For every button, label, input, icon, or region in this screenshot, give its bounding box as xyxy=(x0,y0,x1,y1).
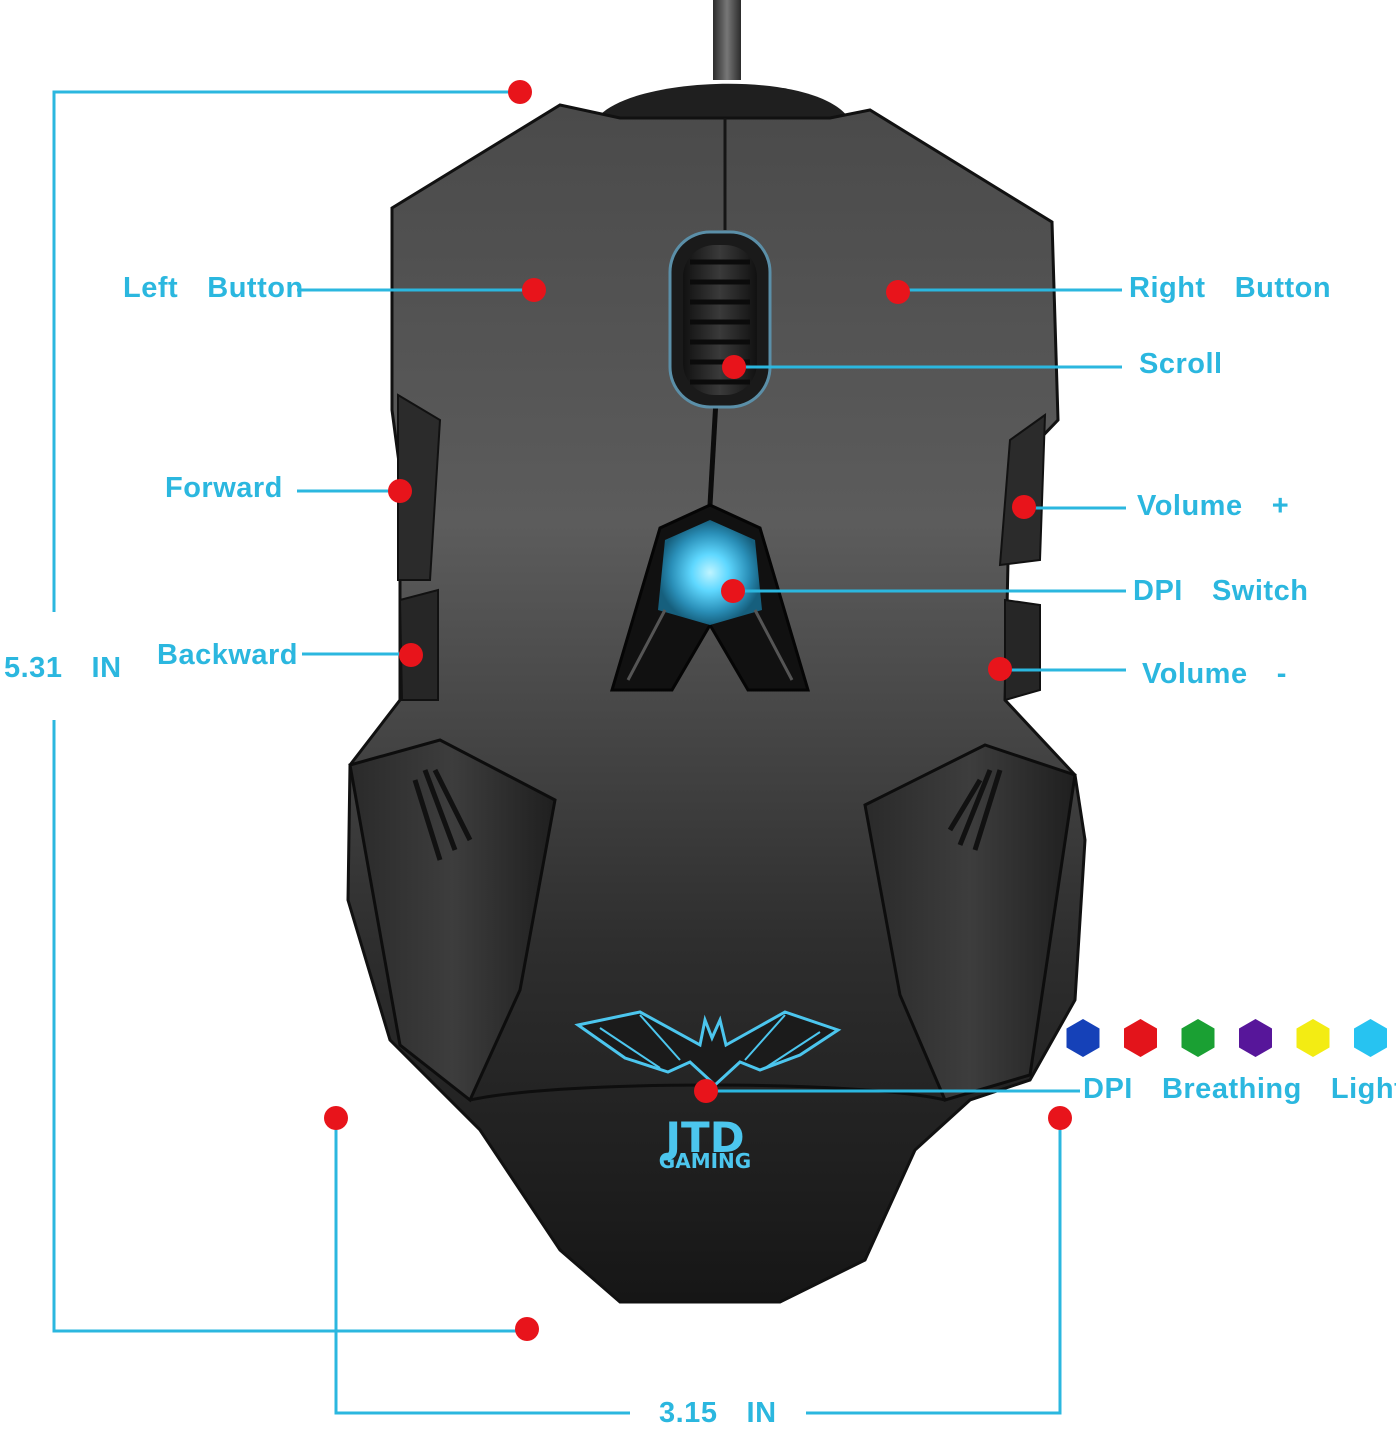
height-bracket-bottom xyxy=(52,720,527,1333)
label-right-button: Right Button xyxy=(1129,272,1332,304)
label-height-dimension: 5.31 IN xyxy=(4,652,122,684)
dot-dpi-light xyxy=(694,1079,718,1103)
dot-left-button xyxy=(522,278,546,302)
dot-right-button xyxy=(886,280,910,304)
callout-dots xyxy=(324,80,1072,1341)
cable xyxy=(713,0,741,80)
dot-dpi-switch xyxy=(721,579,745,603)
breathing-color-hex-1 xyxy=(1066,1019,1100,1057)
label-dpi-breathing-light: DPI Breathing Light xyxy=(1083,1073,1396,1105)
callout-lines xyxy=(52,90,1126,1415)
dot-scroll xyxy=(722,355,746,379)
dot-width-right xyxy=(1048,1106,1072,1130)
breathing-color-hex-4 xyxy=(1239,1019,1272,1057)
dot-height-top xyxy=(508,80,532,104)
breathing-color-hex-5 xyxy=(1296,1019,1330,1057)
scroll-wheel xyxy=(668,230,772,409)
dot-volume-down xyxy=(988,657,1012,681)
label-left-button: Left Button xyxy=(123,272,304,304)
breathing-color-hex-2 xyxy=(1124,1019,1157,1057)
mouse-body xyxy=(346,83,1087,1304)
breathing-color-hex-3 xyxy=(1181,1019,1215,1057)
height-bracket-top xyxy=(52,90,520,612)
label-width-dimension: 3.15 IN xyxy=(659,1397,777,1429)
logo-brand: JTD xyxy=(662,1113,744,1162)
dot-backward xyxy=(399,643,423,667)
dot-forward xyxy=(388,479,412,503)
jtd-gaming-logo: JTD GAMING xyxy=(574,1010,842,1173)
label-backward: Backward xyxy=(157,639,299,671)
breathing-color-hex-6 xyxy=(1354,1019,1387,1057)
label-scroll: Scroll xyxy=(1139,348,1223,380)
dot-volume-up xyxy=(1012,495,1036,519)
label-forward: Forward xyxy=(165,472,283,504)
dot-height-bottom xyxy=(515,1317,539,1341)
width-bracket-right xyxy=(806,1118,1062,1415)
label-volume-up: Volume + xyxy=(1137,490,1290,522)
breathing-color-swatches xyxy=(1066,1019,1387,1057)
label-dpi-switch: DPI Switch xyxy=(1133,575,1309,607)
width-bracket-left xyxy=(334,1118,630,1415)
dot-width-left xyxy=(324,1106,348,1130)
logo-sub: GAMING xyxy=(659,1149,751,1173)
label-volume-down: Volume - xyxy=(1142,658,1287,690)
